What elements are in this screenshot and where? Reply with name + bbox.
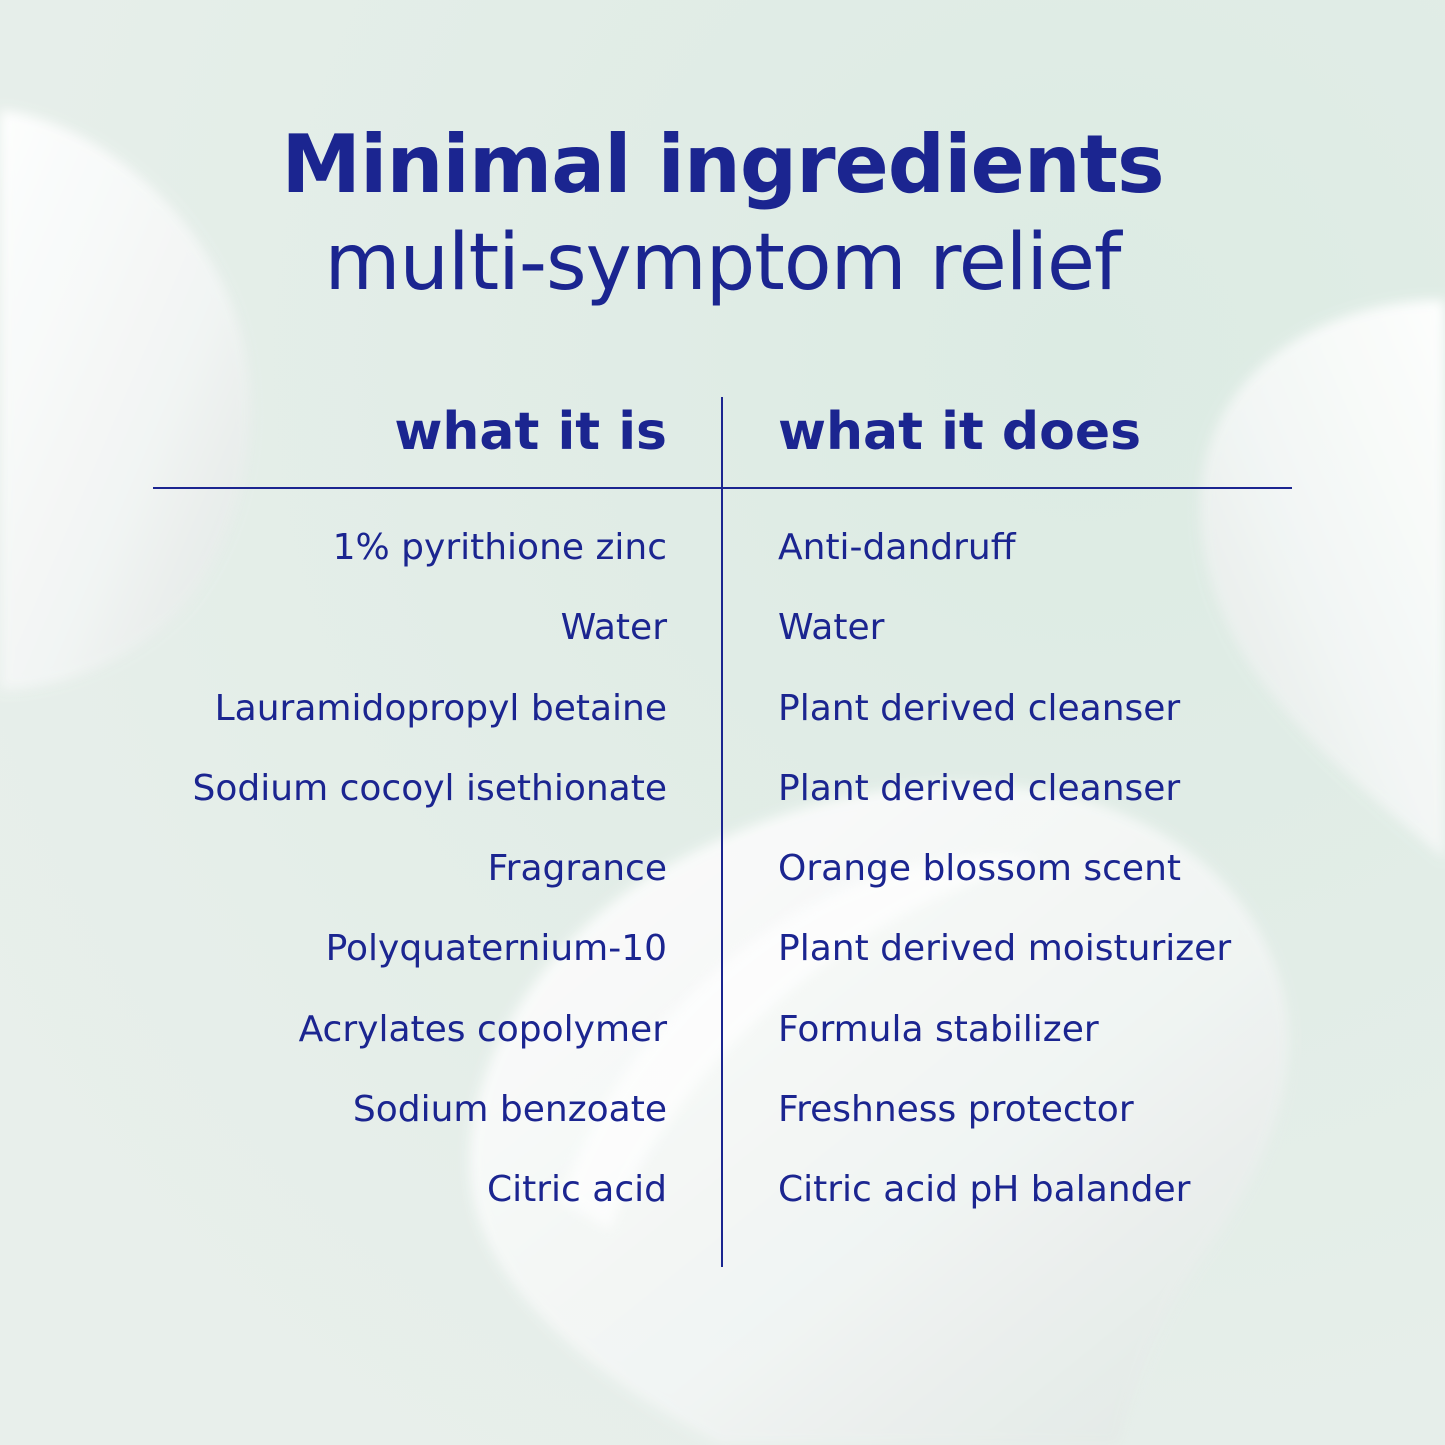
ingredient-name: Sodium cocoyl isethionate: [192, 767, 667, 809]
ingredients-table: 1% pyrithione zinc Anti-dandruff Water W…: [0, 526, 1445, 1249]
table-row: Fragrance Orange blossom scent: [0, 847, 1445, 927]
ingredient-function: Plant derived moisturizer: [778, 928, 1232, 970]
table-row: Water Water: [0, 606, 1445, 686]
ingredient-function: Orange blossom scent: [778, 848, 1182, 890]
ingredient-name: Citric acid: [487, 1169, 667, 1211]
table-row: Citric acid Citric acid pH balander: [0, 1168, 1445, 1248]
ingredient-name: Fragrance: [487, 848, 667, 890]
table-row: Acrylates copolymer Formula stabilizer: [0, 1008, 1445, 1088]
ingredient-function: Plant derived cleanser: [778, 687, 1181, 729]
ingredient-function: Formula stabilizer: [778, 1008, 1099, 1050]
ingredient-function: Citric acid pH balander: [778, 1169, 1191, 1211]
column-divider: [721, 397, 723, 1267]
column-header-what-it-does: what it does: [778, 402, 1142, 462]
ingredient-name: Acrylates copolymer: [298, 1008, 667, 1050]
ingredient-function: Anti-dandruff: [778, 527, 1016, 568]
table-row: Lauramidopropyl betaine Plant derived cl…: [0, 687, 1445, 767]
ingredient-name: Polyquaternium-10: [325, 928, 667, 970]
ingredient-name: Lauramidopropyl betaine: [214, 687, 667, 729]
ingredient-function: Plant derived cleanser: [778, 767, 1181, 809]
subheadline: multi-symptom relief: [324, 218, 1122, 308]
table-row: Sodium benzoate Freshness protector: [0, 1088, 1445, 1168]
column-header-what-it-is: what it is: [394, 402, 667, 462]
headline: Minimal ingredients: [281, 118, 1164, 211]
ingredient-name: Water: [560, 607, 667, 649]
table-row: Polyquaternium-10 Plant derived moisturi…: [0, 927, 1445, 1007]
table-row: Sodium cocoyl isethionate Plant derived …: [0, 767, 1445, 847]
ingredient-function: Water: [778, 607, 885, 649]
table-row: 1% pyrithione zinc Anti-dandruff: [0, 526, 1445, 606]
ingredient-name: Sodium benzoate: [352, 1089, 667, 1131]
ingredient-function: Freshness protector: [778, 1089, 1134, 1131]
ingredient-name: 1% pyrithione zinc: [332, 527, 667, 568]
